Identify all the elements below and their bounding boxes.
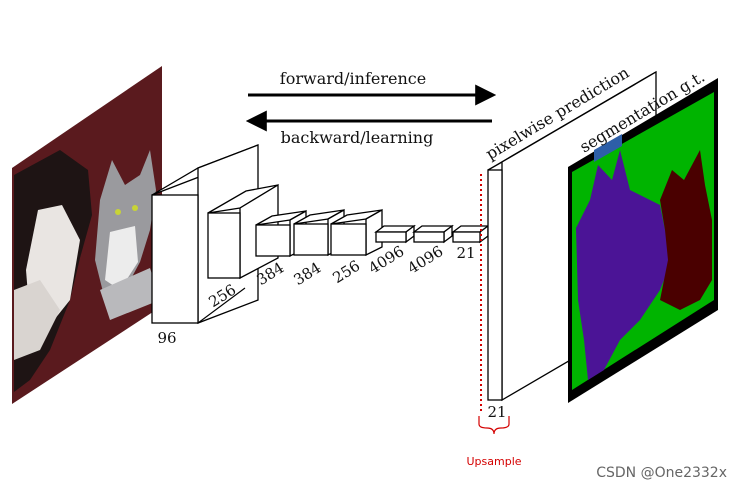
layer-label-21: 21 xyxy=(456,244,475,262)
layer-block-4096b xyxy=(412,224,454,244)
layer-label-256b: 256 xyxy=(329,257,363,287)
watermark: CSDN @One2332x xyxy=(596,465,727,481)
backward-label: backward/learning xyxy=(281,128,434,147)
layer-label-384b: 384 xyxy=(290,259,324,289)
layer-label-4096b: 4096 xyxy=(404,242,446,278)
layer-label-output-21: 21 xyxy=(487,403,506,421)
segmentation-gt xyxy=(568,78,718,403)
input-photo xyxy=(12,66,162,404)
upsample-label: Upsample xyxy=(466,455,521,468)
layer-label-96: 96 xyxy=(157,329,176,347)
forward-label: forward/inference xyxy=(280,69,426,88)
projection-line xyxy=(197,287,246,324)
layer-block-256b xyxy=(330,208,383,257)
upsample-brace xyxy=(478,416,510,435)
layer-block-4096a xyxy=(374,224,416,244)
layer-block-21 xyxy=(451,224,490,244)
